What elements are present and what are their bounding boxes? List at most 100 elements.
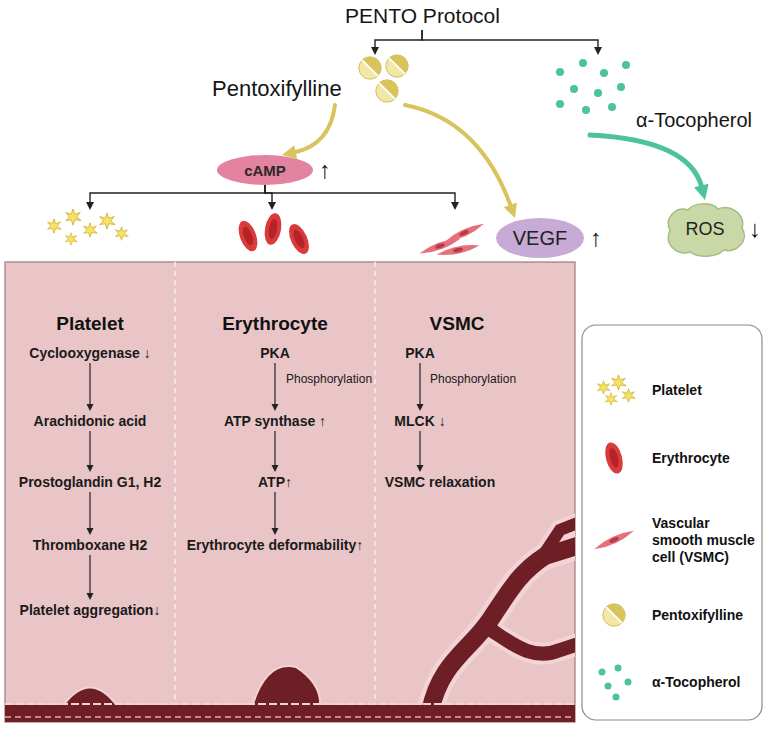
pathway-step: PKA <box>395 343 445 363</box>
connector-line <box>419 431 420 466</box>
tocopherol-dot <box>600 69 608 77</box>
cell-frame <box>5 262 575 722</box>
edge-label: Phosphorylation <box>430 372 516 386</box>
cell-panel: ErythrocytePKAATP synthase ↑ATP↑Erythroc… <box>177 210 373 705</box>
tocopherol-dot <box>615 665 622 672</box>
connector-line <box>274 431 275 466</box>
vsmc-icons <box>418 221 485 258</box>
node-text: α-Tocopherol <box>636 109 752 132</box>
arrow-head <box>272 465 279 472</box>
connector-arrow <box>87 555 94 600</box>
arrow-head <box>594 47 602 55</box>
platelet-icon <box>605 393 617 406</box>
pill-icon <box>376 80 398 102</box>
tocopherol-dot <box>608 103 616 111</box>
platelet-icon <box>84 223 98 237</box>
arrow-head <box>451 202 459 210</box>
platelet-icon <box>116 227 129 241</box>
arrow-head <box>417 465 424 472</box>
vegf-ellipse: VEGF↑ <box>496 218 584 258</box>
drug-node: α-Tocopherol <box>553 55 752 135</box>
tocopherol-dot <box>594 89 602 97</box>
panel-divider <box>174 262 176 705</box>
node-text: cAMP <box>244 162 286 179</box>
arrow-head <box>282 145 297 159</box>
connector-arrow <box>265 185 276 210</box>
node-text: Platelet <box>5 313 175 335</box>
legend-text: α-Tocopherol <box>652 674 757 691</box>
pathway-step: Platelet aggregation↓ <box>10 600 170 620</box>
arrow-head <box>268 202 276 210</box>
node-text: ROS <box>685 219 724 240</box>
node-text: PKA <box>260 345 290 361</box>
arrow-head <box>272 404 279 411</box>
legend-text: Pentoxifylline <box>652 607 757 624</box>
connector-arrow <box>422 30 602 55</box>
change-arrow: ↓ <box>749 215 761 243</box>
pathway-step: VSMC relaxation <box>375 472 505 492</box>
erythrocyte-icon <box>235 218 261 254</box>
connector-arrow <box>265 185 459 210</box>
connector-line <box>274 363 275 405</box>
arrow-head <box>87 528 94 535</box>
protocol-title: PENTO Protocol <box>330 2 515 30</box>
connector-arrow <box>272 363 279 411</box>
vessel-wall <box>5 703 575 705</box>
panel-divider <box>374 262 376 705</box>
connector-arrow <box>87 363 94 411</box>
tocopherol-dot <box>605 683 612 690</box>
node-text: Arachidonic acid <box>34 413 147 429</box>
tocopherol-dot <box>599 669 606 676</box>
connector-line <box>294 105 335 153</box>
legend-text: Erythrocyte <box>652 450 757 467</box>
connector-arrow <box>405 105 517 218</box>
pathway-step: ATP↑ <box>235 472 315 492</box>
node-text: VEGF <box>513 227 567 250</box>
pathway-step: Arachidonic acid <box>10 411 170 431</box>
erythrocyte-icon <box>285 221 313 257</box>
connector-arrow <box>417 431 424 472</box>
vessel <box>488 628 575 654</box>
connector-arrow <box>87 492 94 535</box>
arrow-head <box>694 184 709 200</box>
tocopherol-dot <box>622 61 630 69</box>
connector-arrow <box>590 135 709 200</box>
arrow-head <box>87 465 94 472</box>
connector-line <box>375 30 422 48</box>
vessel-bulge <box>252 666 320 707</box>
pathway-step: Prostoglandin G1, H2 <box>10 472 170 492</box>
vsmc-icon <box>436 242 480 258</box>
connector-line <box>265 185 272 203</box>
legend-tocopherol-icon <box>599 665 632 701</box>
legend-text: Vascular smooth muscle cell (VSMC) <box>652 515 757 565</box>
erythrocyte-icons <box>235 212 313 257</box>
arrow-head <box>272 528 279 535</box>
connector-arrow <box>282 105 335 159</box>
node-text: MLCK ↓ <box>394 413 445 429</box>
arrow-head <box>87 404 94 411</box>
connector-line <box>90 185 265 203</box>
connector-line <box>89 492 90 529</box>
node-text: Erythrocyte deformability↑ <box>187 537 364 553</box>
node-text: Pentoxifylline <box>212 76 342 102</box>
change-arrow: ↑ <box>319 156 331 184</box>
tocopherol-dot <box>582 106 590 114</box>
pathway-step: Thromboxane H2 <box>10 535 170 555</box>
platelet-icon <box>100 213 115 229</box>
tocopherol-dot <box>570 85 578 93</box>
tocopherol-dot <box>617 83 625 91</box>
erythrocyte-icon <box>262 212 283 246</box>
edge-label: Phosphorylation <box>286 372 372 386</box>
tocopherol-icon <box>556 59 630 114</box>
node-text: VSMC relaxation <box>385 474 495 490</box>
pill-icon <box>386 55 408 77</box>
arrow-head <box>371 47 379 55</box>
node-text: VSMC <box>377 313 537 335</box>
pentoxifylline-icon <box>359 55 408 102</box>
vessel <box>540 520 575 560</box>
pathway-step: MLCK ↓ <box>385 411 455 431</box>
legend-vsmc-icon <box>593 528 636 553</box>
connector-line <box>422 30 598 48</box>
vessel <box>430 545 575 712</box>
